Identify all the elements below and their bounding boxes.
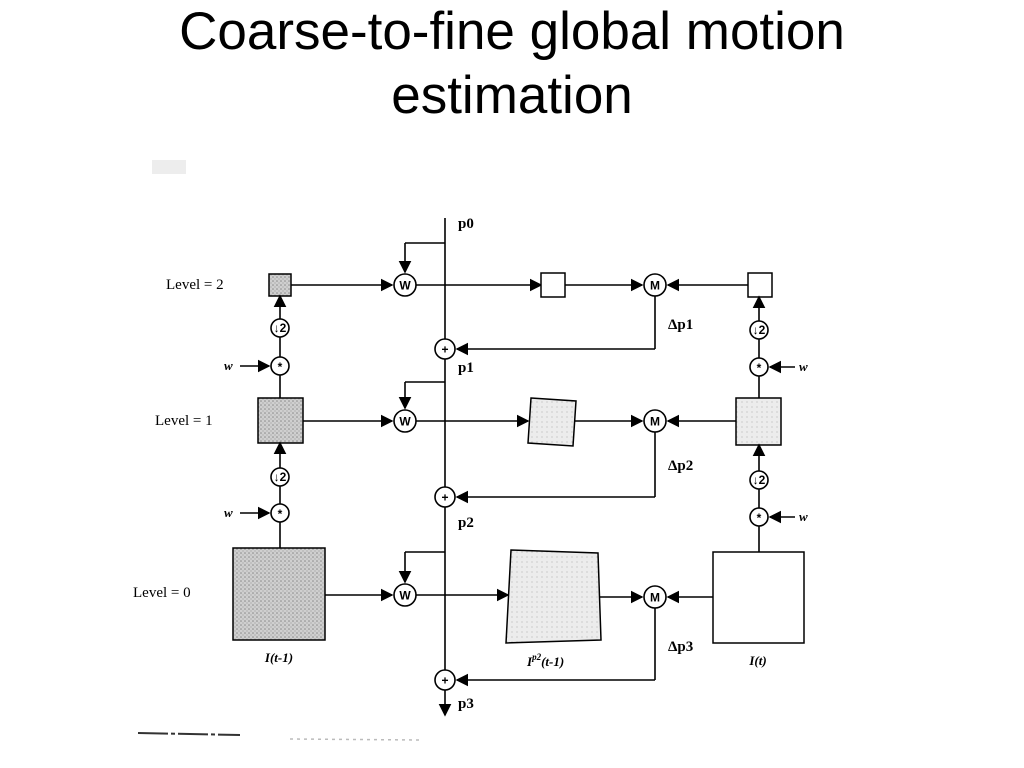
svg-text:M: M [650,415,660,429]
svg-text:W: W [399,589,411,603]
blur-op-left-0 [270,503,290,523]
warped-image-level-0 [505,549,602,644]
level-1-label: Level = 1 [155,413,213,429]
downsample-op-left-0 [270,467,290,487]
prev-image-level-2 [268,273,292,297]
scan-artifacts [137,160,421,741]
slide-title: Coarse-to-fine global motion estimation [0,0,1024,128]
param-p1-label: p1 [458,360,474,376]
svg-text:↓2: ↓2 [274,321,287,335]
svg-text:*: * [757,511,762,525]
w-label-right-1: w [799,359,808,374]
svg-text:*: * [278,507,283,521]
title-line-1: Coarse-to-fine global motion [179,2,845,61]
curr-image-level-0 [712,551,805,644]
svg-text:↓2: ↓2 [753,473,766,487]
frame-curr-caption: I(t) [748,653,766,668]
svg-text:W: W [399,415,411,429]
frame-prev-caption: I(t-1) [264,650,293,665]
warped-image-level-2 [540,272,566,298]
warp-op-label: W [399,279,411,293]
param-p3-label: p3 [458,696,474,712]
level-2-label: Level = 2 [166,277,224,293]
w-label-right-0: w [799,509,808,524]
svg-text:*: * [757,361,762,375]
delta-p2-label: Δp2 [668,458,693,474]
downsample-op-right-1 [749,320,769,340]
svg-text:+: + [441,491,448,505]
prev-image-level-0 [232,547,326,641]
plus-op-2 [434,486,456,508]
param-p2-label: p2 [458,515,474,531]
curr-image-level-2 [747,272,773,298]
blur-op-left-1 [270,356,290,376]
plus-op-1 [434,338,456,360]
svg-text:M: M [650,591,660,605]
blur-op-right-1 [749,357,769,377]
delta-p3-label: Δp3 [668,639,693,655]
downsample-op-right-0 [749,470,769,490]
w-label-left-1: w [224,358,233,373]
curr-image-level-1 [735,397,782,446]
match-op-label: M [650,279,660,293]
delta-p1-label: Δp1 [668,317,693,333]
svg-text:+: + [441,343,448,357]
warped-image-level-1 [527,397,577,447]
svg-text:↓2: ↓2 [274,470,287,484]
prev-image-level-1 [257,397,304,444]
svg-text:↓2: ↓2 [753,323,766,337]
param-p0-label: p0 [458,216,474,232]
downsample-op-left-1 [270,318,290,338]
svg-text:*: * [278,360,283,374]
svg-text:+: + [441,674,448,688]
frame-warped-caption: Ip2(t-1) [526,652,564,669]
blur-op-right-0 [749,507,769,527]
title-line-2: estimation [391,66,633,125]
plus-op-3 [434,669,456,691]
w-label-left-0: w [224,505,233,520]
level-0-label: Level = 0 [133,585,191,601]
